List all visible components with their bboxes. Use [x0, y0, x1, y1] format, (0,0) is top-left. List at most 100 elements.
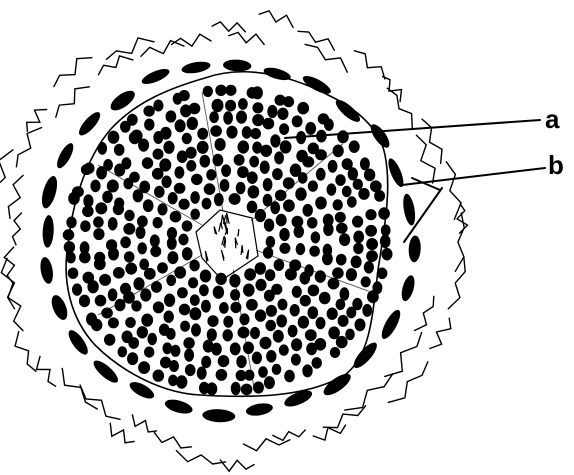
outer-cell [245, 401, 274, 417]
cell-dot [230, 342, 241, 355]
cell-dot [189, 103, 201, 115]
cell-dot [342, 186, 352, 197]
cell-dot [84, 163, 95, 174]
cell-dot [327, 183, 337, 195]
cell-dot [159, 158, 171, 171]
cell-dot [153, 149, 164, 160]
cell-dot [242, 126, 252, 139]
cell-dot [272, 168, 283, 180]
cell-dot [266, 236, 276, 248]
cell-dot [252, 114, 264, 126]
cell-dot [335, 174, 345, 186]
cell-dot [203, 340, 214, 353]
pith-stroke [241, 245, 243, 255]
outer-cell [39, 174, 60, 210]
cell-dot [141, 314, 153, 327]
cell-dot [183, 337, 194, 349]
cell-dot [93, 216, 104, 227]
cell-dot [255, 279, 266, 291]
cell-dot [336, 336, 348, 348]
fibre-stroke [229, 32, 264, 44]
cell-dot [347, 196, 357, 207]
cell-dot [168, 192, 178, 204]
cell-dot [308, 285, 320, 297]
cell-dot [200, 270, 211, 283]
cell-dot [315, 197, 327, 210]
cell-dot [278, 299, 288, 311]
fibre-stroke [4, 247, 14, 284]
cell-dot [265, 269, 275, 281]
cell-dot [216, 369, 228, 381]
cell-dot [291, 354, 301, 366]
cell-dot [160, 127, 171, 140]
cell-dot [260, 161, 270, 174]
cell-dot [138, 361, 150, 374]
cell-dot [223, 316, 233, 328]
cell-dot [307, 217, 318, 228]
cell-dot [66, 252, 76, 264]
cell-dot [270, 134, 280, 147]
cell-dot [274, 151, 284, 164]
cell-dot [265, 320, 276, 331]
cell-dot [330, 347, 340, 358]
cell-dot [276, 315, 287, 328]
cell-dot [80, 241, 90, 254]
cell-dot [284, 370, 295, 383]
cell-dot [213, 286, 224, 299]
cell-dot [323, 223, 333, 236]
cell-dot [236, 370, 247, 381]
cell-dot [219, 302, 229, 314]
cell-dot [206, 169, 216, 180]
cell-dot [115, 299, 126, 312]
cell-dot [236, 111, 247, 124]
cell-dot [253, 381, 264, 393]
cell-dot [231, 382, 241, 395]
fibre-stroke [27, 110, 47, 132]
fibre-stroke [13, 213, 22, 245]
cell-dot [239, 313, 249, 325]
cell-dot [255, 309, 266, 321]
cell-dot [108, 317, 119, 328]
cell-dot [83, 194, 93, 207]
cell-dot [283, 199, 295, 212]
outer-cell [202, 408, 236, 423]
outer-cell [54, 141, 77, 171]
cell-dot [308, 180, 318, 191]
cell-dot [118, 346, 128, 357]
cell-dot [264, 219, 274, 232]
cell-dot [378, 207, 390, 219]
cell-dot [279, 228, 289, 241]
cell-dot [328, 278, 340, 290]
cell-dot [274, 259, 285, 271]
cell-dot [190, 307, 202, 320]
cell-dot [167, 251, 178, 264]
cell-dot [366, 250, 378, 262]
pith-stroke [205, 251, 208, 262]
fibre-stroke [388, 362, 428, 403]
cell-dot [93, 228, 104, 240]
radial-line [98, 165, 202, 225]
cell-dot [139, 181, 150, 194]
cell-dot [79, 295, 90, 308]
cell-dot [178, 234, 188, 246]
cell-dot [72, 186, 84, 197]
fibre-stroke [16, 128, 41, 167]
fibre-stroke [176, 451, 225, 464]
outer-cell [127, 379, 156, 402]
cell-dot [272, 364, 282, 375]
label-b: b [548, 152, 564, 178]
fibre-stroke [132, 415, 156, 432]
cell-dot [311, 231, 321, 243]
cell-dot [153, 370, 165, 382]
cell-dot [157, 262, 168, 273]
cell-dot [108, 288, 118, 301]
cell-dot [308, 306, 319, 319]
cell-dot [133, 277, 144, 290]
cell-dot [203, 86, 213, 97]
cell-dot [171, 345, 181, 357]
cell-dot [351, 256, 362, 269]
cell-dot [252, 352, 262, 365]
outer-cell [140, 66, 172, 87]
cell-dot [176, 375, 187, 388]
cell-dot [361, 276, 371, 287]
